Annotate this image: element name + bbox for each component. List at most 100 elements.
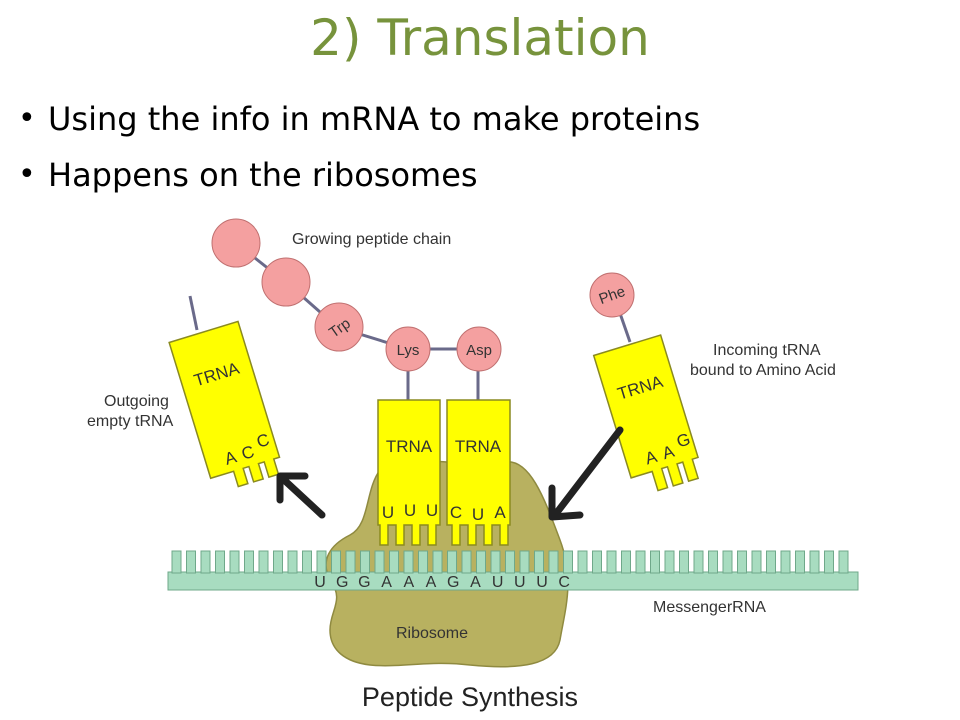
bound-trna-right: TRNA C U A bbox=[446, 399, 511, 546]
mrna-tooth bbox=[824, 550, 834, 574]
mrna-tooth bbox=[795, 550, 805, 574]
mrna-tooth bbox=[664, 550, 675, 574]
mrna-tooth bbox=[577, 550, 588, 574]
mrna-label: MessengerRNA bbox=[653, 599, 766, 616]
mrna-tooth bbox=[708, 550, 718, 574]
trna-label: TRNA bbox=[455, 437, 502, 456]
mrna-base: U bbox=[514, 574, 526, 591]
bullet-list: • Using the info in mRNA to make proteins… bbox=[18, 98, 700, 210]
peptide-bonds bbox=[188, 241, 632, 400]
mrna-base: A bbox=[381, 574, 392, 591]
mrna-tooth bbox=[751, 550, 762, 574]
amino-acid-lys bbox=[385, 326, 431, 372]
mrna-tooth bbox=[302, 550, 312, 574]
mrna-tooth bbox=[316, 550, 327, 574]
mrna-base: A bbox=[470, 574, 481, 591]
anticodon-base: U bbox=[472, 505, 484, 524]
anticodon-base: G bbox=[674, 429, 692, 451]
mrna-tooth bbox=[621, 550, 631, 574]
incoming-trna: TRNA A A G bbox=[592, 334, 700, 492]
mrna-tooth bbox=[476, 550, 486, 574]
bound-trna-left: TRNA U U U bbox=[377, 399, 441, 546]
bullet-dot: • bbox=[18, 101, 36, 136]
mrna-tooth bbox=[809, 550, 820, 574]
mrna-tooth bbox=[650, 550, 660, 574]
mrna-tooth bbox=[345, 550, 356, 574]
mrna-tooth bbox=[838, 550, 849, 574]
mrna-tooth bbox=[244, 550, 254, 574]
outgoing-label: Outgoing bbox=[104, 393, 169, 410]
mrna-tooth bbox=[200, 550, 211, 574]
mrna-tooth bbox=[186, 550, 196, 574]
incoming-arrow bbox=[548, 426, 624, 521]
anticodon-base: U bbox=[426, 501, 438, 520]
mrna-tooth bbox=[505, 550, 515, 574]
mrna-teeth bbox=[171, 550, 849, 574]
amino-acid-asp bbox=[456, 326, 502, 372]
anticodon-base: U bbox=[382, 503, 394, 522]
mrna-tooth bbox=[287, 550, 298, 574]
mrna-tooth bbox=[461, 550, 472, 574]
bullet-dot: • bbox=[18, 157, 36, 192]
bullet-item: • Happens on the ribosomes bbox=[18, 154, 700, 196]
mrna-tooth bbox=[171, 550, 182, 574]
mrna-tooth bbox=[389, 550, 399, 574]
outgoing-trna: TRNA A C C bbox=[168, 320, 281, 488]
incoming-label: bound to Amino Acid bbox=[690, 362, 836, 379]
mrna-tooth bbox=[737, 550, 747, 574]
mrna-tooth bbox=[548, 550, 559, 574]
anticodon-base: C bbox=[239, 442, 256, 464]
mrna-backbone bbox=[167, 571, 859, 591]
amino-acid-trp bbox=[314, 302, 364, 352]
mrna-tooth bbox=[447, 550, 457, 574]
mrna-tooth bbox=[534, 550, 544, 574]
mrna-base: G bbox=[358, 574, 370, 591]
ribosome-label: Ribosome bbox=[396, 625, 468, 642]
outgoing-label: empty tRNA bbox=[87, 413, 174, 430]
mrna-tooth bbox=[229, 550, 240, 574]
mrna-base: C bbox=[558, 574, 570, 591]
mrna-strand bbox=[167, 550, 859, 591]
mrna-base: U bbox=[492, 574, 504, 591]
diagram-caption: Peptide Synthesis bbox=[362, 682, 578, 712]
mrna-tooth bbox=[722, 550, 733, 574]
mrna-tooth bbox=[519, 550, 530, 574]
growing-chain-label: Growing peptide chain bbox=[292, 231, 451, 248]
mrna-tooth bbox=[679, 550, 689, 574]
mrna-tooth bbox=[563, 550, 573, 574]
mrna-tooth bbox=[635, 550, 646, 574]
anticodon-base: U bbox=[404, 501, 416, 520]
amino-acid-circle bbox=[261, 257, 311, 307]
mrna-base: G bbox=[447, 574, 459, 591]
anticodon-base: A bbox=[494, 503, 506, 522]
mrna-tooth bbox=[331, 550, 341, 574]
mrna-tooth bbox=[606, 550, 617, 574]
mrna-tooth bbox=[780, 550, 791, 574]
mrna-tooth bbox=[374, 550, 385, 574]
bullet-text: Using the info in mRNA to make proteins bbox=[48, 100, 701, 138]
outgoing-arrow bbox=[276, 472, 326, 519]
anticodon-base: C bbox=[254, 430, 271, 452]
amino-acid-lys-label: Lys bbox=[397, 342, 420, 359]
amino-acid-asp-label: Asp bbox=[466, 342, 492, 359]
mrna-base: G bbox=[336, 574, 348, 591]
trna-label: TRNA bbox=[386, 437, 433, 456]
mrna-tooth bbox=[360, 550, 370, 574]
anticodon-base: C bbox=[450, 503, 462, 522]
mrna-tooth bbox=[592, 550, 602, 574]
mrna-tooth bbox=[273, 550, 283, 574]
mrna-tooth bbox=[258, 550, 269, 574]
mrna-tooth bbox=[215, 550, 225, 574]
mrna-base: A bbox=[403, 574, 414, 591]
bullet-text: Happens on the ribosomes bbox=[48, 156, 478, 194]
mrna-tooth bbox=[766, 550, 776, 574]
amino-acid-circle bbox=[211, 218, 261, 268]
amino-acid-phe bbox=[589, 272, 635, 318]
mrna-base: U bbox=[536, 574, 548, 591]
bullet-item: • Using the info in mRNA to make proteins bbox=[18, 98, 700, 140]
slide-title: 2) Translation bbox=[310, 9, 650, 67]
mrna-base: A bbox=[426, 574, 437, 591]
mrna-tooth bbox=[403, 550, 414, 574]
